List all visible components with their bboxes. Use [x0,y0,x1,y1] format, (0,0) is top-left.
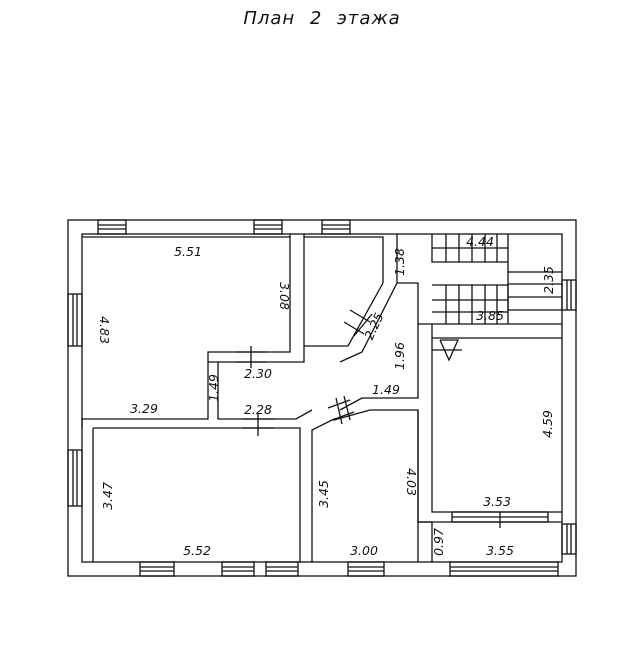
outer-wall-inner [81,233,563,563]
dimension-label: 3.47 [100,482,115,510]
dimension-label: 3.45 [316,480,331,508]
window [139,561,175,577]
window [221,561,255,577]
dimension-label: 4.59 [540,410,555,438]
dimension-label: 5.51 [174,244,202,259]
dimension-label: 2.30 [244,366,272,381]
dimension-label: 3.00 [350,543,378,558]
window [321,219,351,235]
window [561,523,577,555]
dimension-label: 1.38 [392,248,407,276]
dimension-label: 3.53 [483,494,511,509]
room-wall [431,372,562,513]
window [561,279,577,311]
room-wall [304,236,384,347]
window [449,561,559,577]
staircase [431,234,562,362]
room-wall [93,427,301,562]
stair-wall [339,324,419,411]
window [253,219,283,235]
dimension-label: 4.44 [466,234,494,249]
corridor-wall [339,234,398,363]
window [451,511,549,528]
dimension-label: 3.08 [277,282,292,310]
dimension-label: 1.49 [372,382,400,397]
door [236,346,266,368]
door [242,414,274,436]
dimension-label: 3.85 [476,308,504,323]
dimension-label: 4.03 [404,468,419,496]
stair-wall [397,282,562,325]
dimension-label: 3.29 [130,401,158,416]
window [347,561,385,577]
room-wall [82,236,291,420]
dimension-label: 5.52 [183,543,211,558]
dimension-label: 2.35 [541,266,556,294]
window [265,561,299,577]
window [67,293,83,347]
dimension-label: 1.96 [392,342,407,370]
dimension-label: 2.28 [244,402,272,417]
window [67,449,83,507]
dimension-label: 4.83 [97,316,112,344]
dimension-label: 1.49 [206,374,221,402]
door [343,309,373,337]
dimension-label: 3.55 [486,543,514,558]
window [97,219,127,235]
dimension-label: 0.97 [431,528,446,556]
door [327,395,355,425]
plan-title: План 2 этажа [243,8,401,29]
